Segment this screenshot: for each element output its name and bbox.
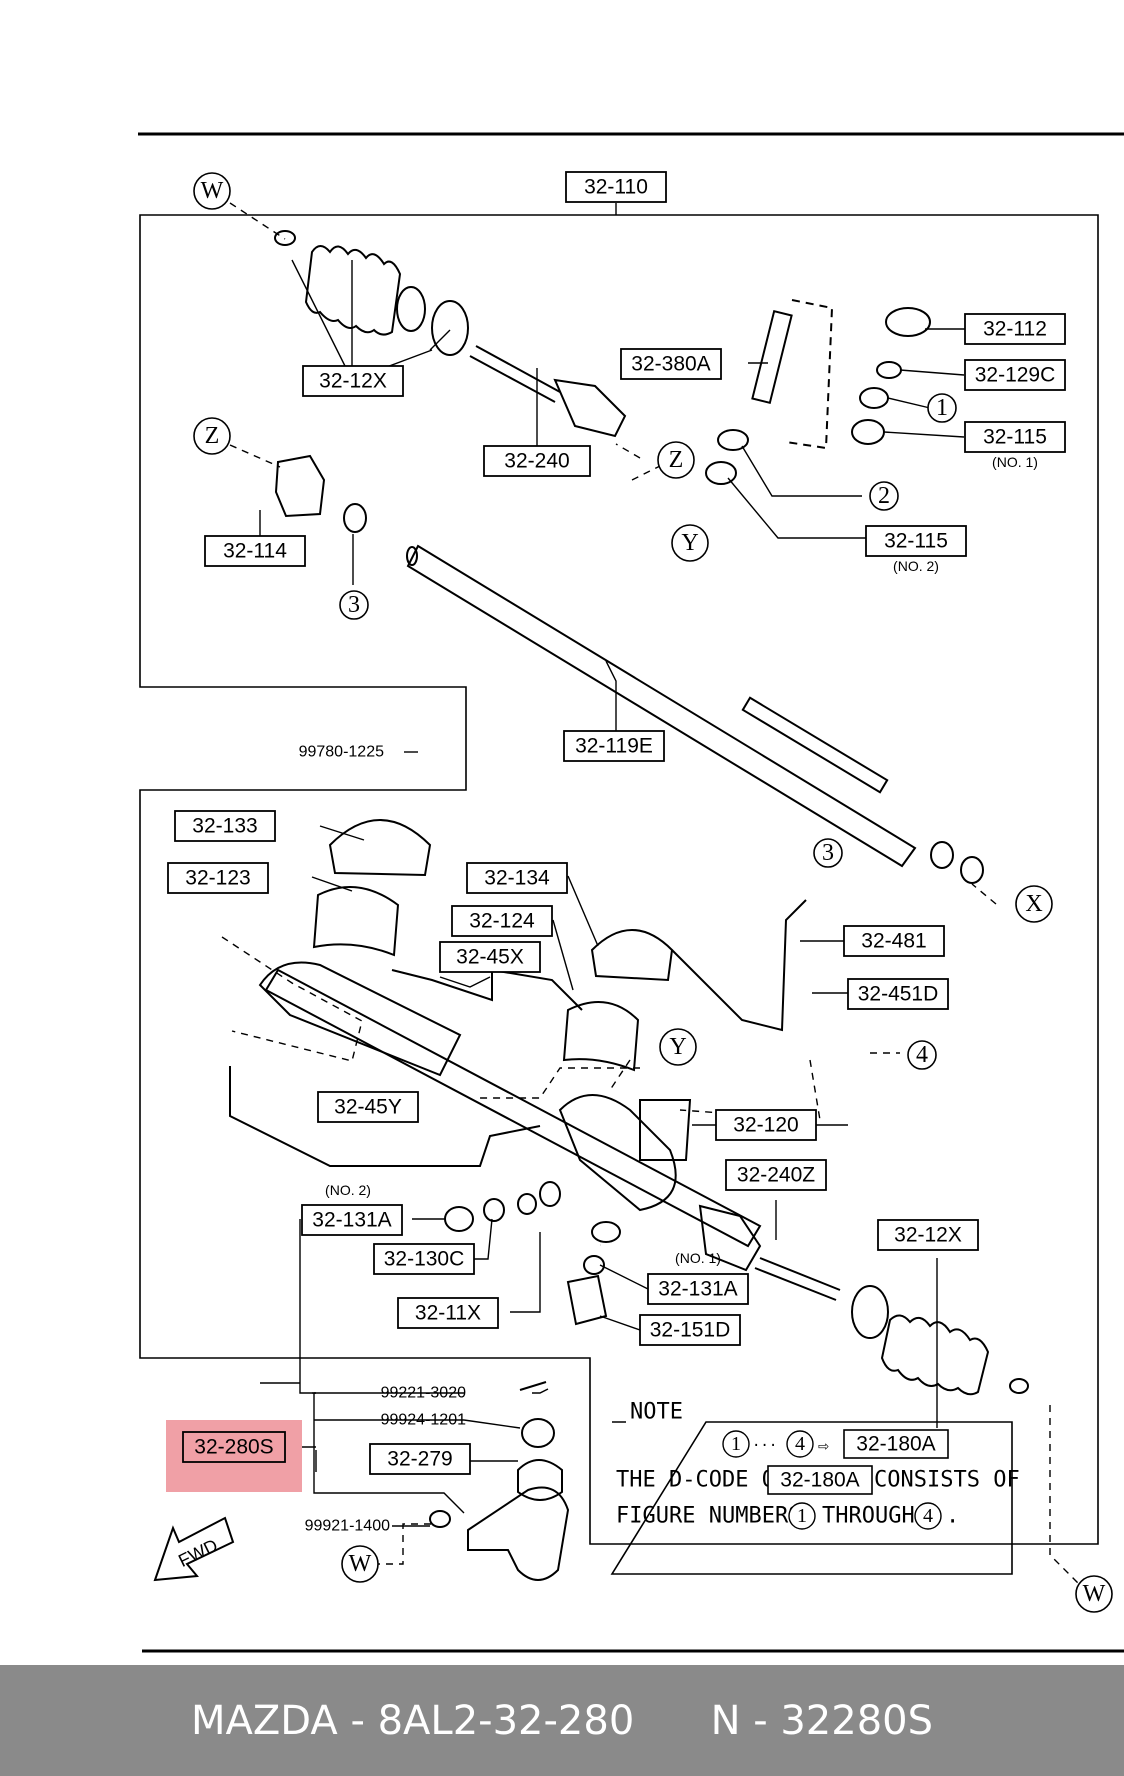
part-label: 32-279: [387, 1448, 452, 1471]
pipe-45y: [229, 1066, 541, 1167]
footer-bar: MAZDA - 8AL2-32-280 N - 32280S: [0, 1665, 1124, 1776]
tie-rod-end: [429, 1381, 570, 1581]
note-range-from: 1: [731, 1433, 741, 1455]
number-circle: 3: [822, 840, 834, 866]
boot-bottom: [851, 1285, 1029, 1396]
rack-bar: [406, 544, 917, 868]
part-label: 32-114: [223, 540, 287, 563]
tie-rod-top: [469, 345, 627, 438]
note-line2-from: 1: [797, 1505, 807, 1527]
footer-spacer: [634, 1698, 710, 1744]
ref-circle: W: [349, 1551, 372, 1577]
part-label: 32-481: [861, 930, 926, 953]
footer-ref-number: N - 32280S: [710, 1697, 933, 1744]
ref-circle: W: [1083, 1581, 1106, 1607]
highlighted-part-label: 32-280S: [194, 1436, 273, 1459]
part-label: 32-240Z: [737, 1164, 815, 1187]
ref-circle: W: [201, 178, 224, 204]
lock-nut-part-number: 99921-1400: [305, 1518, 391, 1535]
svg-text:32-110: 32-110: [584, 176, 648, 199]
pin-part-number: 99221-3020: [381, 1385, 467, 1402]
note-title: NOTE: [630, 1400, 683, 1425]
part-label: 32-11X: [415, 1302, 481, 1325]
part-label: 32-112: [983, 318, 1047, 341]
pipe-481: [671, 899, 807, 1032]
clamp-left: [312, 819, 432, 957]
parts-diagram: 32-110 32-12X 32-240 32-380A 32-112 32-1…: [138, 132, 1124, 1653]
ref-circle: Z: [669, 447, 684, 473]
ref-circle: Y: [681, 530, 698, 556]
part-label: 32-123: [185, 867, 250, 890]
part-label: 32-115: [983, 426, 1047, 449]
svg-text:⇨: ⇨: [818, 1436, 829, 1457]
part-label: 32-12X: [894, 1224, 962, 1247]
fwd-arrow: [153, 1516, 235, 1582]
gear-housing: [258, 961, 762, 1248]
number-circle: 4: [916, 1042, 928, 1068]
note-code: 32-180A: [856, 1433, 935, 1456]
note-range-to: 4: [795, 1433, 805, 1455]
pinion-shaft: [705, 299, 931, 485]
svg-text:.: .: [946, 1504, 959, 1529]
ref-circle: X: [1025, 891, 1042, 917]
note-line2-prefix: FIGURE NUMBERS: [616, 1504, 801, 1529]
part-label: 32-130C: [384, 1248, 465, 1271]
note-line2-to: 4: [923, 1505, 933, 1527]
footer-part-number: MAZDA - 8AL2-32-280: [191, 1697, 635, 1744]
svg-text:···: ···: [752, 1438, 777, 1454]
ref-circle: Z: [205, 423, 220, 449]
part-label: 32-124: [469, 910, 535, 933]
note-line1-code: 32-180A: [780, 1469, 859, 1492]
sub-note: (NO. 1): [675, 1250, 721, 1266]
number-circle: 2: [878, 483, 890, 509]
part-label: 32-12X: [319, 370, 387, 393]
part-label: 32-240: [504, 450, 569, 473]
part-label: 32-134: [484, 867, 550, 890]
note-line1-suffix: CONSISTS OF: [874, 1468, 1020, 1493]
ref-circle: Y: [669, 1034, 686, 1060]
note-line2-mid: THROUGH: [822, 1504, 915, 1529]
sub-note: (NO. 2): [893, 558, 939, 574]
pipe-45x: [391, 968, 583, 1011]
part-label: 32-131A: [312, 1209, 391, 1232]
part-label: 32-151D: [650, 1319, 731, 1342]
frame-label: 32-110: [584, 176, 648, 199]
part-label: 32-380A: [631, 353, 710, 376]
part-label: 32-115: [884, 530, 948, 553]
number-circle: 3: [348, 592, 360, 618]
part-label: 32-131A: [658, 1278, 737, 1301]
note-line1-prefix: THE D-CODE OF: [616, 1468, 788, 1493]
part-label: 32-45X: [456, 946, 524, 969]
part-label: 32-120: [733, 1114, 798, 1137]
part-label: 32-119E: [575, 735, 653, 758]
nut-part-number: 99924-1201: [381, 1412, 467, 1429]
part-label: 32-451D: [858, 983, 939, 1006]
note-box: NOTE 1 ··· 4 ⇨ 32-180A THE D-CODE OF 32-…: [610, 1400, 1020, 1575]
number-circle: 1: [936, 395, 948, 421]
tie-rod-bottom: [698, 1204, 841, 1301]
sub-note: (NO. 2): [325, 1182, 371, 1198]
bolt-part-number: 99780-1225: [299, 744, 385, 761]
clamp-right: [562, 929, 674, 1072]
part-label: 32-129C: [975, 364, 1056, 387]
sub-note: (NO. 1): [992, 454, 1038, 470]
part-label: 32-133: [192, 815, 257, 838]
part-label: 32-45Y: [334, 1096, 402, 1119]
boot-top: [274, 230, 469, 356]
boot-small: [274, 454, 367, 533]
